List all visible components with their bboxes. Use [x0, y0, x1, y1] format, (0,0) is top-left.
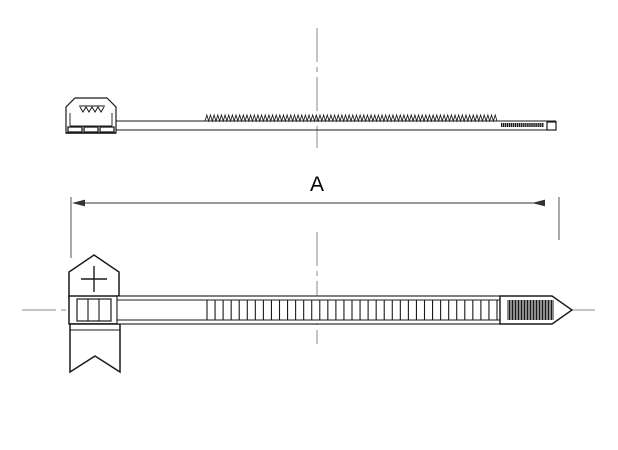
side-view-tip-dot	[530, 123, 532, 127]
plan-view-banner-plate	[69, 323, 121, 374]
side-view-tip-dot	[526, 123, 528, 127]
side-view-tip-dot	[522, 123, 524, 127]
plan-view-strap-body	[116, 295, 501, 325]
side-view-tip-dot	[501, 123, 503, 127]
plan-view-cross-icon	[81, 266, 107, 292]
side-view-tip-dot	[524, 123, 526, 127]
side-view-tip-dot	[532, 123, 534, 127]
side-view-tip-dot	[508, 123, 511, 127]
side-view-tip-dot	[518, 123, 520, 127]
dimension-a-group: A	[70, 173, 560, 258]
side-elevation-view	[65, 97, 557, 134]
side-view-tip-dot	[534, 123, 536, 127]
side-view-tip-dot	[538, 123, 540, 127]
side-view-tip-dot	[512, 123, 515, 127]
side-view-serration-band	[204, 113, 498, 123]
side-view-tip-dot	[504, 123, 507, 127]
side-view-head-base-slot-1	[67, 126, 83, 133]
side-view-tip-dot	[502, 123, 505, 127]
dimension-label-a: A	[310, 173, 324, 196]
side-view-tip-dot	[516, 123, 519, 127]
side-view-head-base-slot-3	[99, 126, 115, 133]
side-view-serration-path	[204, 113, 498, 123]
side-view-tip-end-block	[546, 121, 557, 131]
side-view-tip-dot-band	[501, 123, 544, 127]
side-view-head-pawl-detail	[79, 106, 105, 113]
side-view-head-base-slot-2	[83, 126, 99, 133]
side-view-tip-dot	[506, 123, 509, 127]
plan-view-ladder-rungs	[206, 300, 498, 320]
side-view-tip-dot	[520, 123, 522, 127]
side-view-tip-dot	[542, 123, 544, 127]
plan-view-tip-hatching	[507, 300, 554, 320]
side-view-tip-dot	[540, 123, 542, 127]
side-view-tip-dot	[536, 123, 538, 127]
plan-view-head-lock-window	[76, 298, 112, 322]
side-view-tip-dot	[528, 123, 530, 127]
plan-view	[68, 254, 574, 374]
side-view-tip-dot	[514, 123, 517, 127]
side-view-tip-dot	[510, 123, 513, 127]
